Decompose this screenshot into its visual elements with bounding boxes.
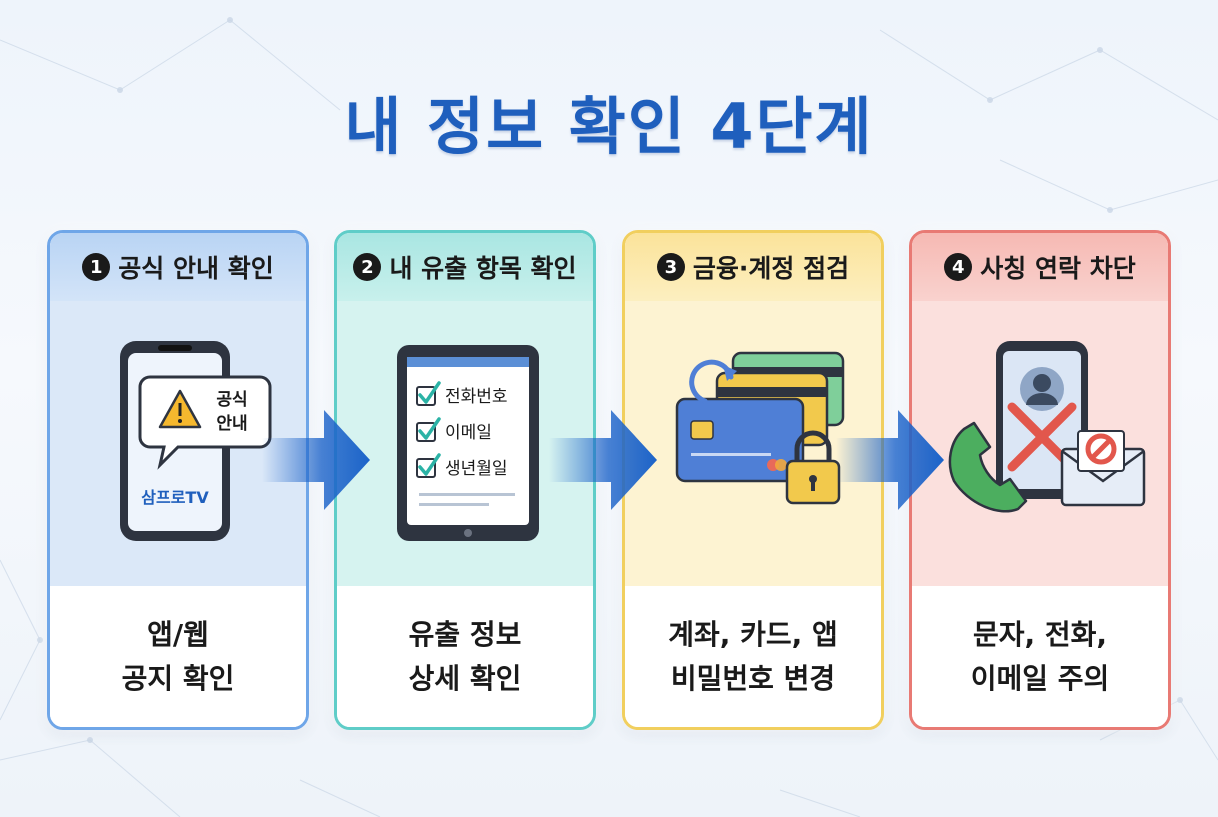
desc-line-2: 이메일 주의 (970, 661, 1110, 695)
flow-arrow-1 (262, 410, 370, 510)
step-number-badge: 3 (656, 253, 685, 281)
phone-handset-icon (948, 421, 1028, 513)
step-header: 3 금융·계정 점검 (625, 233, 881, 301)
step-description: 앱/웹 공지 확인 (50, 586, 306, 727)
step-title: 공식 안내 확인 (118, 254, 274, 283)
step-title: 사칭 연락 차단 (980, 254, 1136, 283)
step-number-badge: 4 (944, 253, 973, 281)
desc-line-2: 비밀번호 변경 (670, 661, 836, 695)
step-card-4: 4 사칭 연락 차단 (909, 230, 1171, 730)
warning-icon (158, 389, 202, 429)
flow-arrow-2 (549, 410, 657, 510)
step-header: 4 사칭 연락 차단 (912, 233, 1168, 301)
bubble-text-line2: 안내 (216, 414, 247, 434)
step-illustration (912, 301, 1168, 586)
desc-line-2: 상세 확인 (408, 661, 522, 695)
tablet-icon (397, 345, 539, 541)
step-card-2: 2 내 유출 항목 확인 전화번호 이메일 생년월일 (334, 230, 596, 730)
step-header: 2 내 유출 항목 확인 (337, 233, 593, 301)
step-number-badge: 1 (82, 253, 111, 281)
credit-card-icon (675, 351, 845, 483)
step-description: 문자, 전화, 이메일 주의 (912, 586, 1168, 727)
bubble-text-line1: 공식 (216, 390, 247, 410)
step-title: 내 유출 항목 확인 (389, 254, 577, 283)
checklist-item-3: 생년월일 (445, 459, 508, 479)
phone-app-label: 삼프로TV (141, 488, 209, 507)
speech-bubble (138, 375, 272, 470)
avatar-icon (1020, 367, 1064, 411)
step-description: 유출 정보 상세 확인 (337, 586, 593, 727)
step-description: 계좌, 카드, 앱 비밀번호 변경 (625, 586, 881, 727)
desc-line-1: 앱/웹 (147, 617, 209, 651)
step-title: 금융·계정 점검 (692, 254, 850, 283)
desc-line-1: 유출 정보 (408, 617, 522, 651)
step-header: 1 공식 안내 확인 (50, 233, 306, 301)
page-title: 내 정보 확인 4단계 (344, 90, 874, 163)
block-icon (1085, 433, 1117, 465)
desc-line-2: 공지 확인 (121, 661, 235, 695)
desc-line-1: 계좌, 카드, 앱 (668, 617, 838, 651)
desc-line-1: 문자, 전화, (972, 617, 1108, 651)
checklist-item-1: 전화번호 (445, 387, 508, 407)
checkbox-icon (416, 386, 436, 478)
step-number-badge: 2 (353, 253, 382, 281)
checklist-item-2: 이메일 (445, 423, 492, 443)
flow-arrow-3 (836, 410, 944, 510)
